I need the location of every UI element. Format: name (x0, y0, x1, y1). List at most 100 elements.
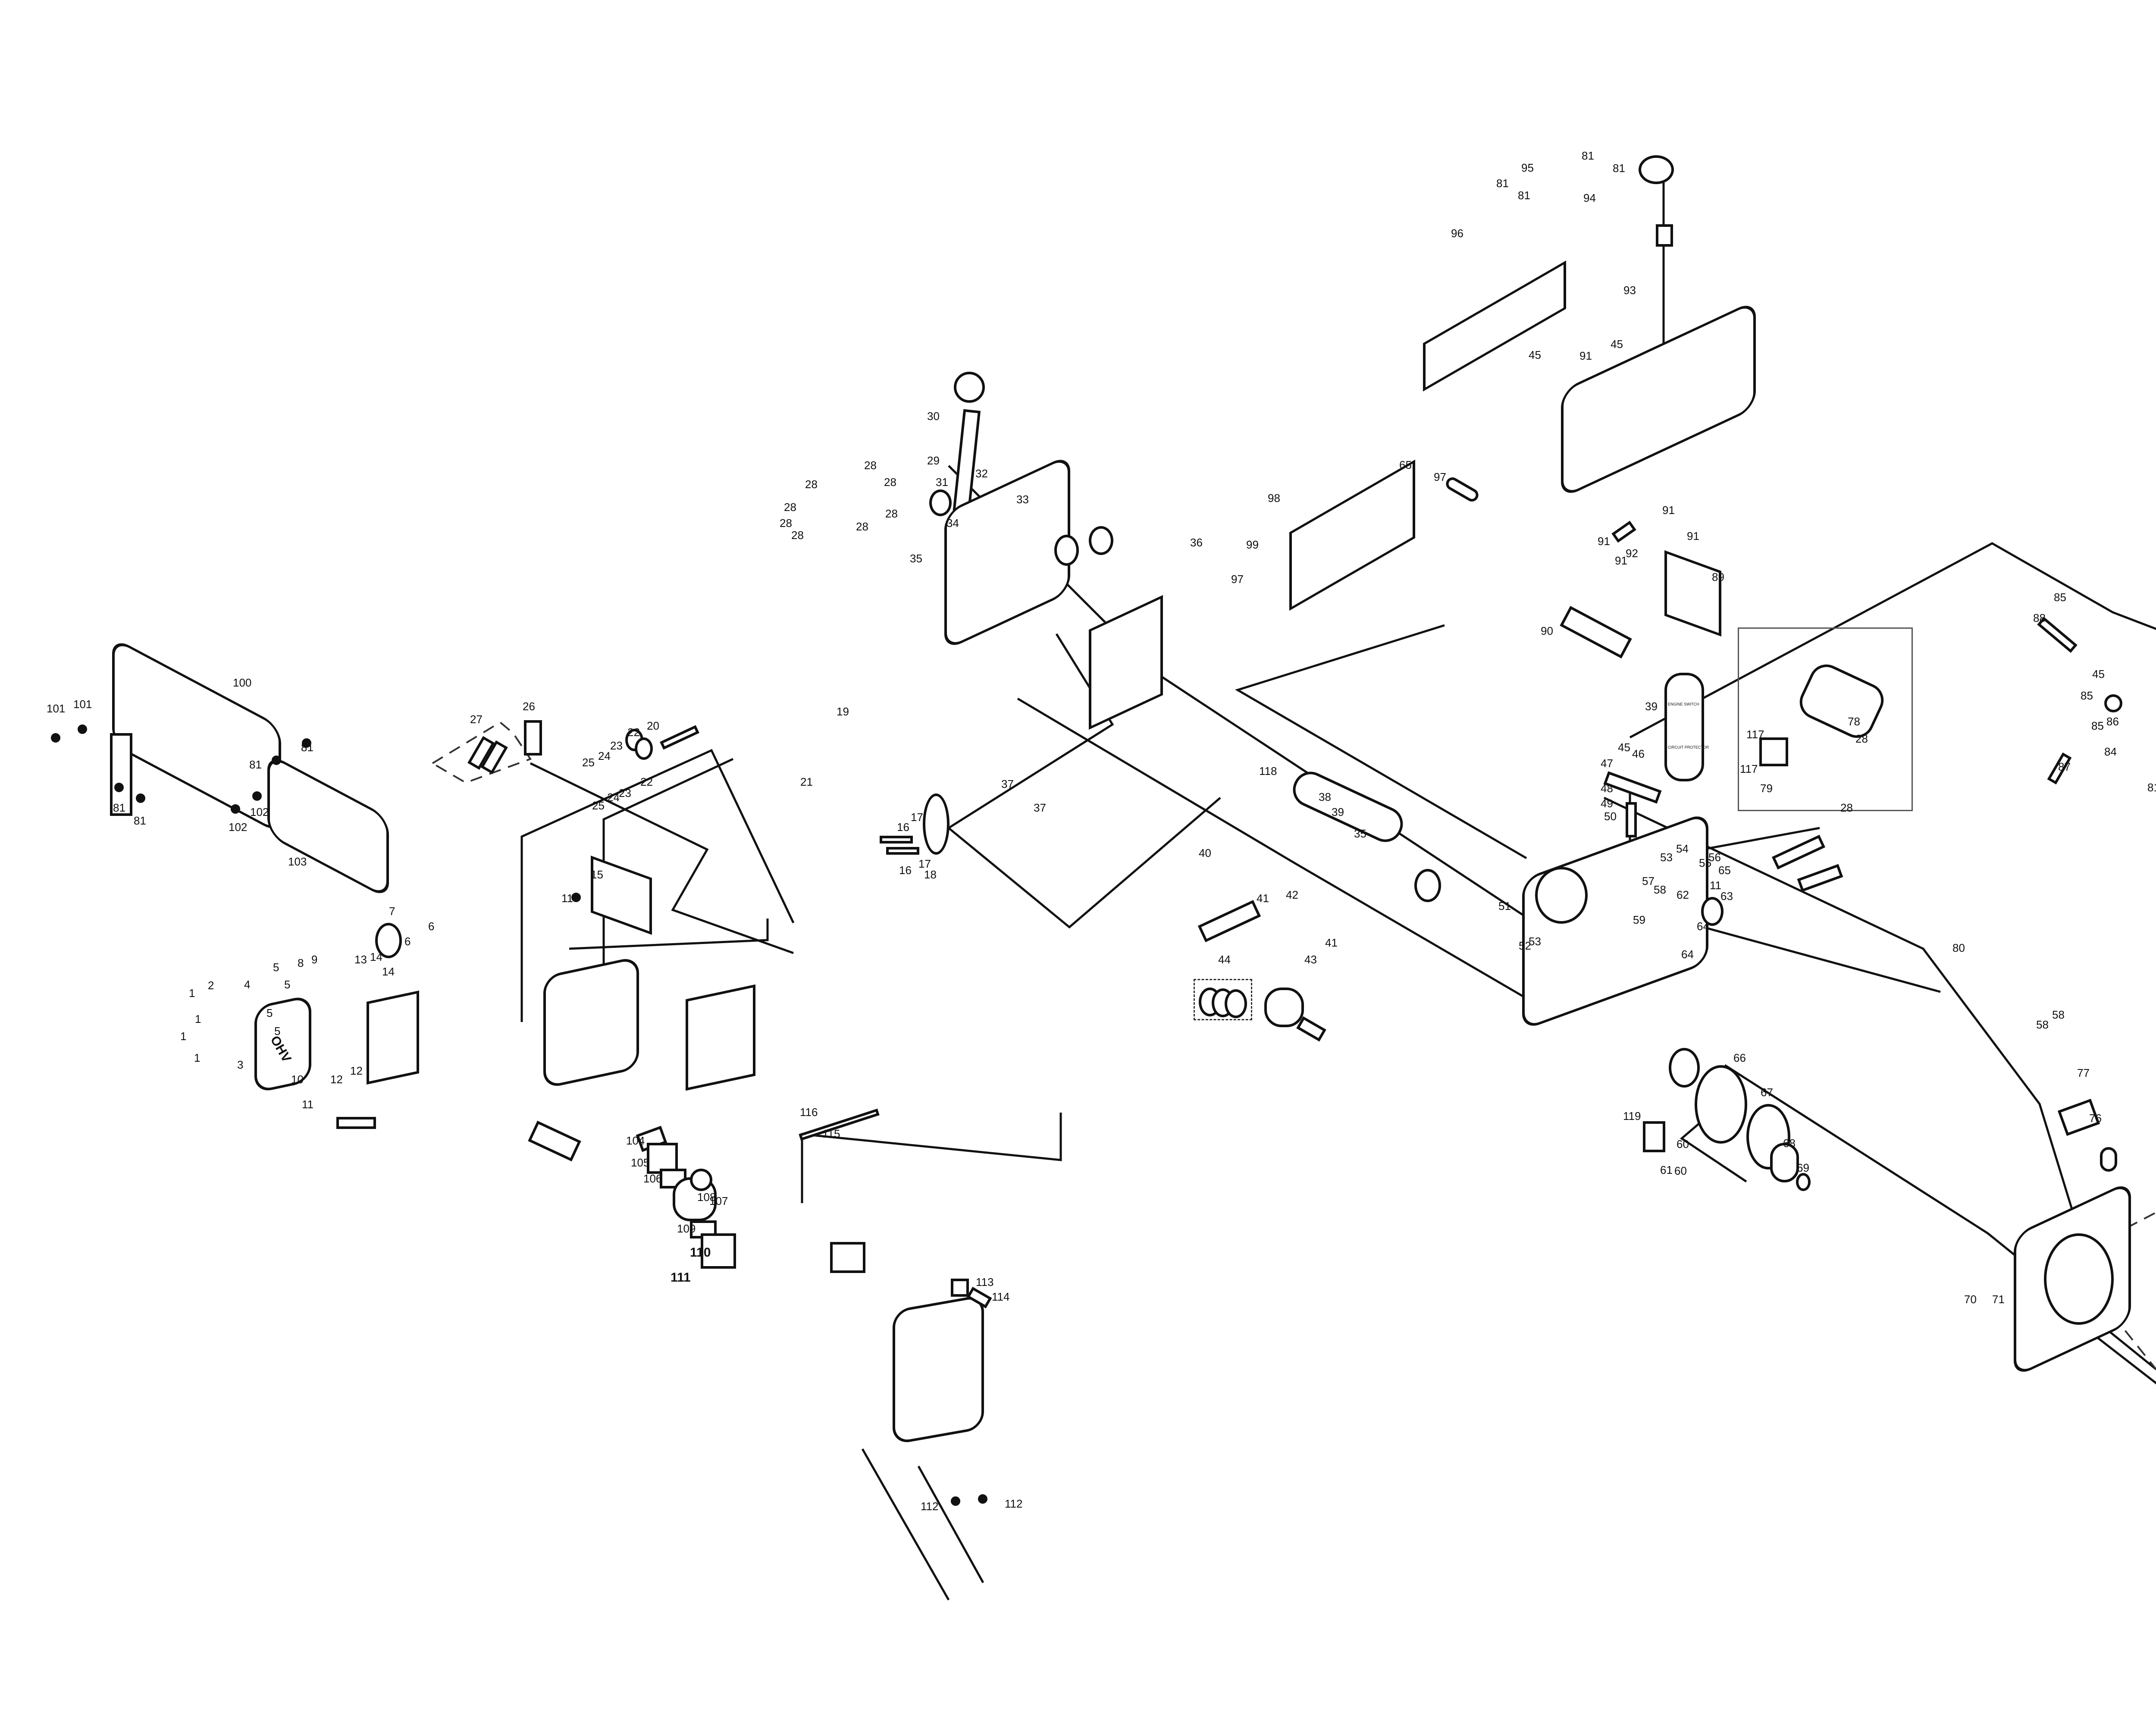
fuel-shutoff-valve (2104, 694, 2122, 712)
nut-icon (231, 804, 240, 814)
part-label: 81 (1518, 189, 1530, 202)
part-label: 40 (1199, 847, 1211, 859)
part-label: 45 (1529, 348, 1541, 361)
part-label: 9 (311, 953, 318, 966)
governor-shaft (1626, 802, 1637, 837)
part-label: 91 (1662, 504, 1675, 517)
fan-cover-opening (2044, 1233, 2114, 1325)
part-label: 61 (1660, 1163, 1673, 1176)
starter-pulley (1770, 1143, 1799, 1182)
part-label: 87 (2058, 760, 2071, 773)
part-label: 45 (2092, 668, 2105, 680)
part-label: 39 (1645, 700, 1658, 713)
cam-follower-shaft (886, 847, 919, 855)
part-label: 59 (1633, 913, 1645, 926)
part-label: 111 (671, 1270, 691, 1285)
part-label: 22 (640, 775, 653, 788)
part-label: 7 (389, 905, 395, 918)
part-label: 10 (291, 1073, 304, 1086)
part-label: 6 (404, 935, 411, 948)
part-label: 28 (1855, 732, 1868, 745)
part-label: 4 (244, 978, 251, 991)
part-label: 85 (2091, 719, 2104, 732)
part-label: 1 (194, 1051, 201, 1064)
part-label: 28 (1840, 801, 1853, 814)
part-label: 6 (428, 920, 435, 933)
part-label: 101 (73, 698, 92, 711)
part-label: 76 (2089, 1112, 2102, 1125)
part-label: 28 (791, 529, 804, 542)
part-label: 102 (250, 806, 269, 818)
part-label: 69 (1797, 1161, 1809, 1174)
part-label: 17 (918, 857, 931, 870)
part-label: 70 (1964, 1293, 1977, 1306)
part-label: 85 (2081, 689, 2093, 702)
part-label: 110 (690, 1245, 711, 1260)
throttle-knob (2100, 1147, 2117, 1172)
part-label: 65 (1718, 864, 1731, 877)
part-label: 5 (274, 1025, 281, 1038)
part-label: 45 (1618, 741, 1630, 754)
part-label: 16 (899, 864, 912, 877)
governor-gear (1089, 526, 1113, 555)
part-label: 5 (273, 961, 279, 974)
part-label: 53 (1529, 935, 1541, 948)
stator (1669, 1048, 1700, 1088)
part-label: 37 (1001, 778, 1014, 790)
part-label: 58 (2052, 1008, 2065, 1021)
part-label: 81 (249, 758, 262, 771)
part-label: 27 (470, 713, 483, 726)
flywheel-nut (1796, 1173, 1811, 1191)
valve-spring (635, 737, 653, 760)
part-label: 106 (643, 1172, 662, 1185)
part-label: 28 (884, 476, 896, 489)
bearing (1054, 535, 1079, 566)
exhaust-gasket (375, 923, 402, 958)
camshaft-gear (923, 793, 950, 855)
part-label: 85 (2054, 591, 2066, 604)
part-label: 23 (610, 739, 623, 752)
assembly-line (602, 758, 734, 1013)
part-label: 65 (1399, 458, 1412, 471)
part-label: 38 (1319, 790, 1331, 803)
part-label: 43 (1304, 953, 1317, 966)
part-label: 103 (288, 855, 307, 868)
part-label: 22 (627, 726, 640, 739)
part-label: 46 (1632, 747, 1645, 760)
flywheel (1695, 1065, 1747, 1144)
part-label: 3 (237, 1058, 244, 1071)
part-label: 5 (266, 1007, 273, 1019)
part-label: 112 (921, 1500, 939, 1513)
part-label: 23 (619, 787, 631, 800)
electric-starter-inset (1738, 627, 1913, 811)
assembly-line (530, 762, 794, 954)
part-label: 15 (591, 868, 603, 881)
part-label: 68 (1783, 1137, 1796, 1150)
part-label: 16 (897, 821, 909, 834)
part-label: 119 (1623, 1110, 1641, 1123)
cylinder-bore (1535, 867, 1588, 924)
part-label: 54 (1676, 842, 1689, 855)
part-label: 58 (1654, 883, 1666, 896)
part-label: 8 (298, 956, 304, 969)
piston-ring-set-box (1194, 979, 1252, 1020)
part-label: 26 (523, 700, 535, 713)
part-label: 112 (1005, 1497, 1023, 1510)
assembly-line (569, 919, 769, 950)
part-label: 107 (709, 1195, 728, 1207)
part-label: 5 (284, 978, 291, 991)
part-label: 105 (631, 1156, 650, 1169)
part-label: 24 (598, 749, 611, 762)
part-label: 39 (1332, 806, 1344, 818)
part-label: 117 (1740, 762, 1758, 775)
bolt-icon (78, 724, 87, 734)
part-label: 98 (1268, 492, 1280, 505)
part-label: 88 (2033, 611, 2046, 624)
assembly-line (861, 1448, 950, 1601)
part-label: 91 (1579, 349, 1592, 362)
part-label: 84 (2104, 745, 2117, 758)
part-label: 13 (354, 953, 367, 966)
part-label: 34 (946, 517, 959, 530)
part-label: 91 (1687, 530, 1699, 542)
